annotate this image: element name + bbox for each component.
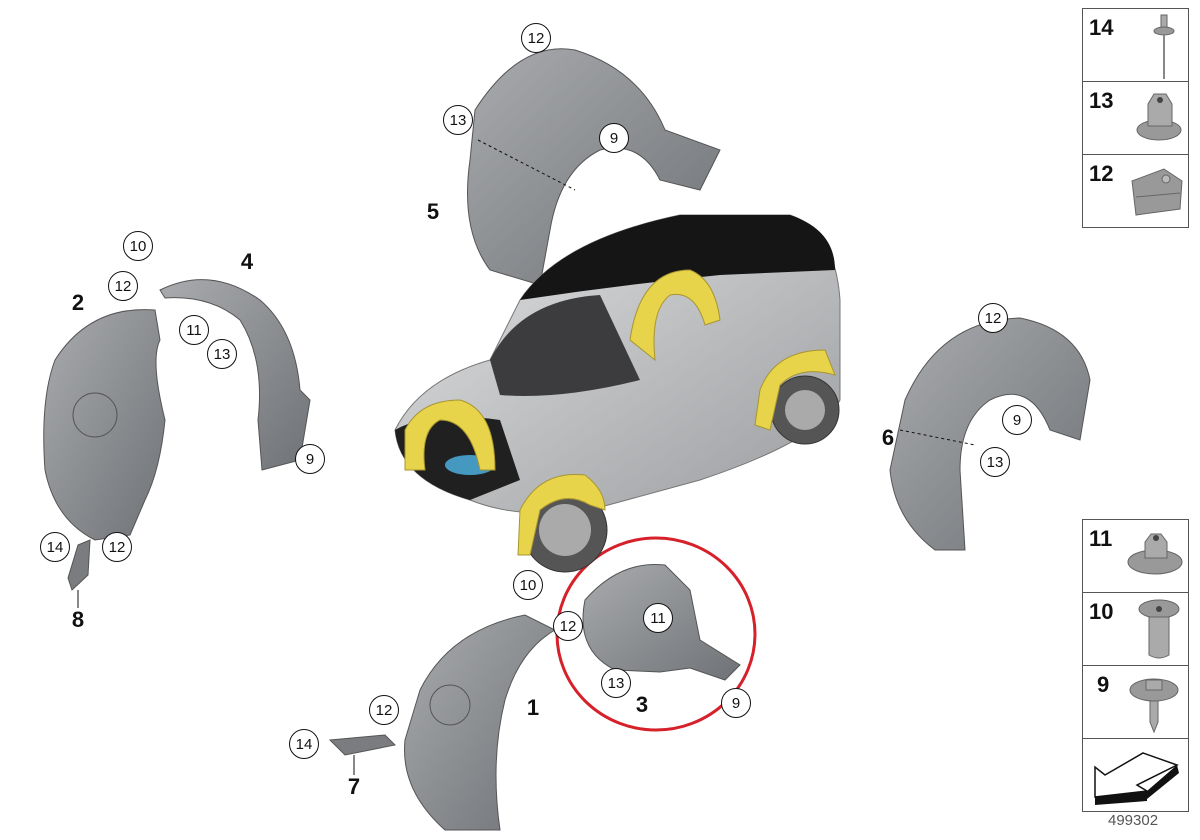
diagram-reference-number: 499302 xyxy=(1108,812,1159,829)
wheel-arch-liner-4 xyxy=(159,279,311,471)
part-number-4: 4 xyxy=(240,249,254,274)
fastener-legend-bottom: 11 10 9 xyxy=(1082,519,1189,812)
callout: 10 xyxy=(123,231,153,261)
highlighted-liner-front-wheel xyxy=(517,473,606,556)
part-number-6: 6 xyxy=(881,425,895,450)
wheel-arch-liner-5 xyxy=(467,48,721,286)
flange-nut-icon xyxy=(1136,93,1182,141)
part-number-3: 3 xyxy=(635,692,649,717)
legend-number: 13 xyxy=(1089,88,1114,113)
legend-number: 12 xyxy=(1089,161,1114,186)
callout: 13 xyxy=(443,105,473,135)
callout: 9 xyxy=(1002,405,1032,435)
legend-row-clip-nut: 12 xyxy=(1083,155,1188,227)
legend-row-direction-arrow xyxy=(1083,739,1188,811)
callout: 12 xyxy=(978,303,1008,333)
rivet-icon xyxy=(1153,14,1175,79)
legend-number: 11 xyxy=(1089,526,1113,551)
callout: 11 xyxy=(643,603,673,633)
part-number-2: 2 xyxy=(71,290,85,315)
callout: 13 xyxy=(207,339,237,369)
legend-row-expanding-nut: 10 xyxy=(1083,593,1188,666)
part-number-8: 8 xyxy=(71,607,85,632)
callout: 9 xyxy=(295,444,325,474)
collar-nut-icon xyxy=(1127,533,1183,575)
callout: 14 xyxy=(40,532,70,562)
highlighted-liner-rear xyxy=(629,269,721,362)
wheel-arch-liner-1 xyxy=(404,614,557,831)
direction-arrow-icon xyxy=(1094,752,1179,805)
highlighted-liner-front xyxy=(404,399,496,471)
callout: 12 xyxy=(521,23,551,53)
part-number-1: 1 xyxy=(526,695,540,720)
callout: 10 xyxy=(513,570,543,600)
callout: 9 xyxy=(599,123,629,153)
highlighted-liner-rear-wheel xyxy=(754,349,836,431)
legend-row-collar-nut: 11 xyxy=(1083,520,1188,593)
legend-row-flange-nut: 13 xyxy=(1083,82,1188,155)
part-number-7: 7 xyxy=(347,774,361,799)
bracket-8 xyxy=(67,539,91,591)
callout: 14 xyxy=(289,729,319,759)
screw-icon xyxy=(1129,678,1179,734)
legend-number: 14 xyxy=(1089,15,1114,40)
leader-line xyxy=(477,139,576,191)
wheel-arch-liner-2 xyxy=(43,309,166,541)
callout: 11 xyxy=(179,315,209,345)
callout: 13 xyxy=(601,668,631,698)
clip-nut-icon xyxy=(1131,168,1183,216)
callout: 13 xyxy=(980,447,1010,477)
expanding-nut-icon xyxy=(1138,599,1180,659)
legend-row-screw: 9 xyxy=(1083,666,1188,739)
callout: 12 xyxy=(102,532,132,562)
logo-emboss xyxy=(72,392,118,438)
vehicle-illustration xyxy=(394,214,841,573)
callout: 12 xyxy=(553,611,583,641)
bracket-7 xyxy=(328,734,397,756)
callout: 9 xyxy=(721,688,751,718)
part-number-5: 5 xyxy=(426,199,440,224)
legend-row-rivet: 14 xyxy=(1083,9,1188,82)
legend-number: 9 xyxy=(1097,672,1110,697)
callout: 12 xyxy=(108,271,138,301)
fastener-legend-top: 14 13 12 xyxy=(1082,8,1189,228)
callout: 12 xyxy=(369,695,399,725)
legend-number: 10 xyxy=(1089,599,1114,624)
